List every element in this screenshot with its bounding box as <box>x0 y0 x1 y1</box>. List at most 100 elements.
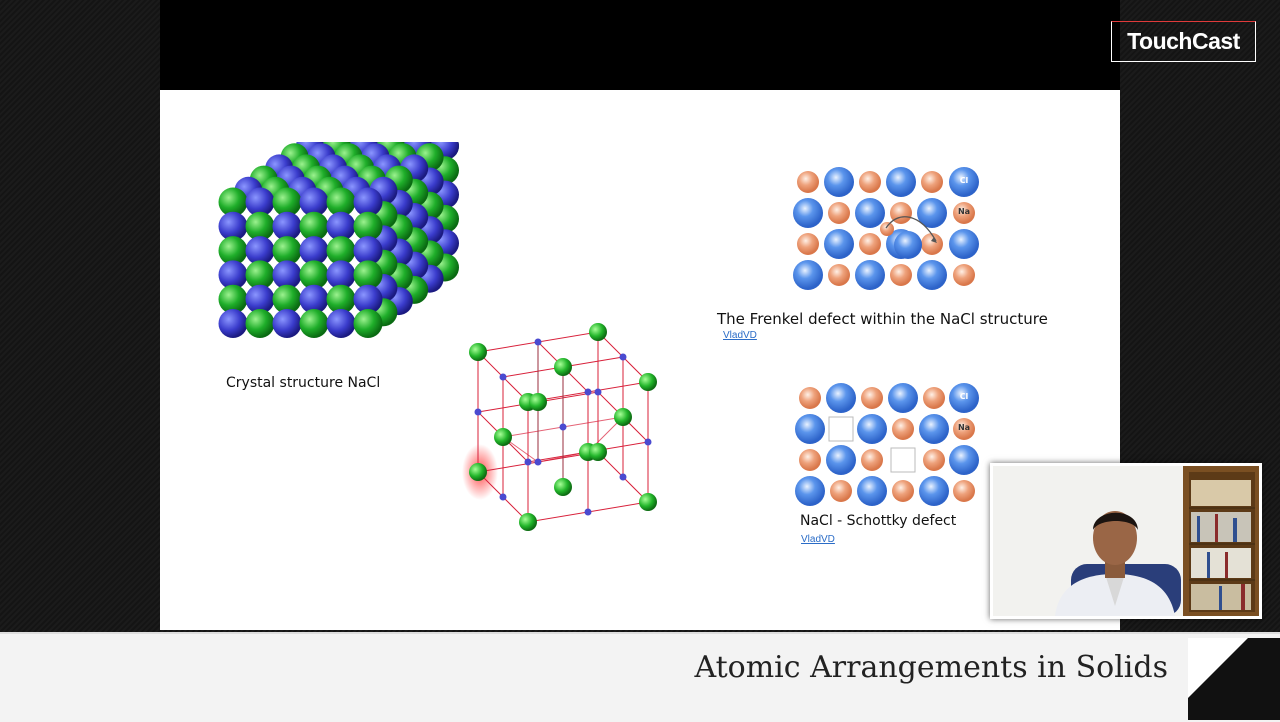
crystal-atom <box>326 309 356 338</box>
cl-ion-label: Cl <box>960 176 969 185</box>
crystal-atom <box>218 284 248 314</box>
sodium-ion <box>923 387 945 409</box>
sodium-ion <box>799 449 821 471</box>
sodium-ion <box>830 480 852 502</box>
crystal-atom <box>353 236 383 266</box>
chloride-ion <box>855 198 885 228</box>
na-ion-label-2: Na <box>958 423 970 432</box>
chloride-ion <box>917 260 947 290</box>
crystal-atom <box>326 187 356 217</box>
crystal-atom <box>272 284 302 314</box>
crystal-atom <box>272 260 302 290</box>
touchcast-logo[interactable]: TouchCast <box>1111 21 1256 62</box>
crystal-atom <box>245 236 275 266</box>
chloride-ion <box>949 229 979 259</box>
crystal-atom <box>326 260 356 290</box>
sodium-ion <box>859 233 881 255</box>
sodium-ion <box>797 171 819 193</box>
chloride-ion <box>793 260 823 290</box>
crystal-atom <box>218 211 248 241</box>
crystal-atom <box>299 260 329 290</box>
sodium-ion <box>892 480 914 502</box>
crystal-atom <box>353 260 383 290</box>
crystal-atom <box>353 309 383 338</box>
chloride-ion <box>795 476 825 506</box>
crystal-atom <box>299 284 329 314</box>
top-black-bar <box>160 0 1120 90</box>
chloride-ion <box>919 476 949 506</box>
sodium-ion <box>799 387 821 409</box>
sodium-ion <box>861 449 883 471</box>
crystal-atom <box>245 309 275 338</box>
crystal-atom <box>299 211 329 241</box>
chloride-ion <box>949 445 979 475</box>
crystal-atom <box>272 236 302 266</box>
lower-third-bar: Atomic Arrangements in Solids <box>0 632 1280 722</box>
crystal-atom <box>299 187 329 217</box>
crystal-atom <box>272 309 302 338</box>
crystal-atom <box>218 187 248 217</box>
sodium-ion <box>892 418 914 440</box>
chloride-ion <box>855 260 885 290</box>
lower-third-corner-accent <box>1188 638 1280 720</box>
chloride-ion <box>826 445 856 475</box>
lower-third-title: Atomic Arrangements in Solids <box>694 650 1168 685</box>
crystal-atom <box>245 211 275 241</box>
frenkel-caption: The Frenkel defect within the NaCl struc… <box>717 310 1048 328</box>
sodium-ion <box>859 171 881 193</box>
crystal-atom <box>272 211 302 241</box>
chloride-ion <box>824 167 854 197</box>
chloride-ion <box>949 167 979 197</box>
schottky-caption: NaCl - Schottky defect <box>800 513 957 529</box>
interstitial-ion <box>880 222 894 236</box>
crystal-atom <box>218 260 248 290</box>
vacancy-site <box>890 447 916 473</box>
presenter-video[interactable] <box>990 463 1262 619</box>
schottky-credit-link[interactable]: VladVD <box>801 534 835 545</box>
cl-ion-label-2: Cl <box>960 392 969 401</box>
crystal-atom <box>272 187 302 217</box>
vacancy-site <box>828 416 854 442</box>
chloride-ion <box>919 414 949 444</box>
na-ion-label: Na <box>958 207 970 216</box>
crystal-atom <box>245 260 275 290</box>
crystal-atom <box>218 236 248 266</box>
crystal-atom <box>245 284 275 314</box>
chloride-ion <box>857 414 887 444</box>
sodium-ion <box>921 171 943 193</box>
crystal-atom <box>326 284 356 314</box>
sodium-ion <box>953 264 975 286</box>
frenkel-credit-link[interactable]: VladVD <box>723 330 757 341</box>
nacl-unit-cell-lattice <box>462 323 657 531</box>
sodium-ion <box>861 387 883 409</box>
chloride-ion <box>894 231 922 259</box>
crystal-atom <box>353 187 383 217</box>
chloride-ion <box>917 198 947 228</box>
crystal-atom <box>218 309 248 338</box>
chloride-ion <box>793 198 823 228</box>
sodium-ion <box>797 233 819 255</box>
crystal-atom <box>299 236 329 266</box>
chloride-ion <box>795 414 825 444</box>
crystal-atom <box>353 211 383 241</box>
chloride-ion <box>824 229 854 259</box>
sodium-ion <box>921 233 943 255</box>
chloride-ion <box>888 383 918 413</box>
sodium-ion <box>923 449 945 471</box>
schottky-defect-diagram: Cl Na <box>795 383 979 506</box>
sodium-ion <box>828 202 850 224</box>
crystal-atom <box>353 284 383 314</box>
crystal-atom <box>245 187 275 217</box>
crystal-atom <box>299 309 329 338</box>
sodium-ion <box>953 202 975 224</box>
sodium-ion <box>953 418 975 440</box>
presentation-slide: Crystal structure NaCl <box>160 90 1120 630</box>
presenter-video-frame <box>993 466 1259 616</box>
crystal-atom <box>326 236 356 266</box>
sodium-ion <box>828 264 850 286</box>
chloride-ion <box>826 383 856 413</box>
chloride-ion <box>857 476 887 506</box>
crystal-atom <box>326 211 356 241</box>
crystal-caption: Crystal structure NaCl <box>226 375 381 391</box>
sodium-ion <box>953 480 975 502</box>
